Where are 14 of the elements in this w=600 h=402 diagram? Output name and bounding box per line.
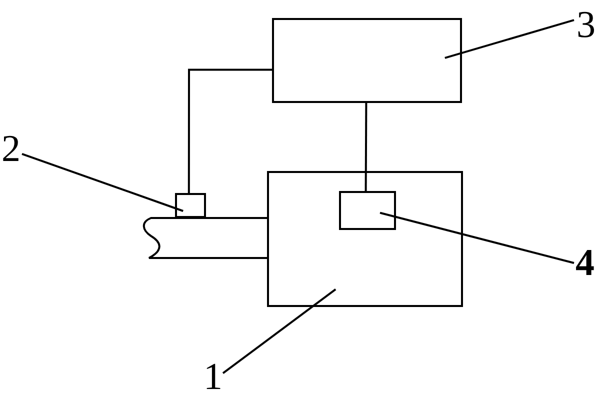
leader-line (444, 19, 574, 59)
leader-line (380, 212, 574, 264)
sensor-block (175, 193, 206, 218)
callout-number: 4 (574, 244, 596, 282)
connecting-line (188, 68, 272, 193)
leader-line (22, 152, 184, 212)
module-block (339, 191, 396, 230)
leader-line (222, 288, 336, 374)
connecting-line (364, 103, 368, 191)
callout-number: 1 (203, 358, 223, 396)
control-unit-block (272, 18, 462, 103)
callout-number: 3 (574, 6, 598, 44)
housing-block (267, 171, 463, 307)
callout-number: 2 (0, 130, 22, 168)
